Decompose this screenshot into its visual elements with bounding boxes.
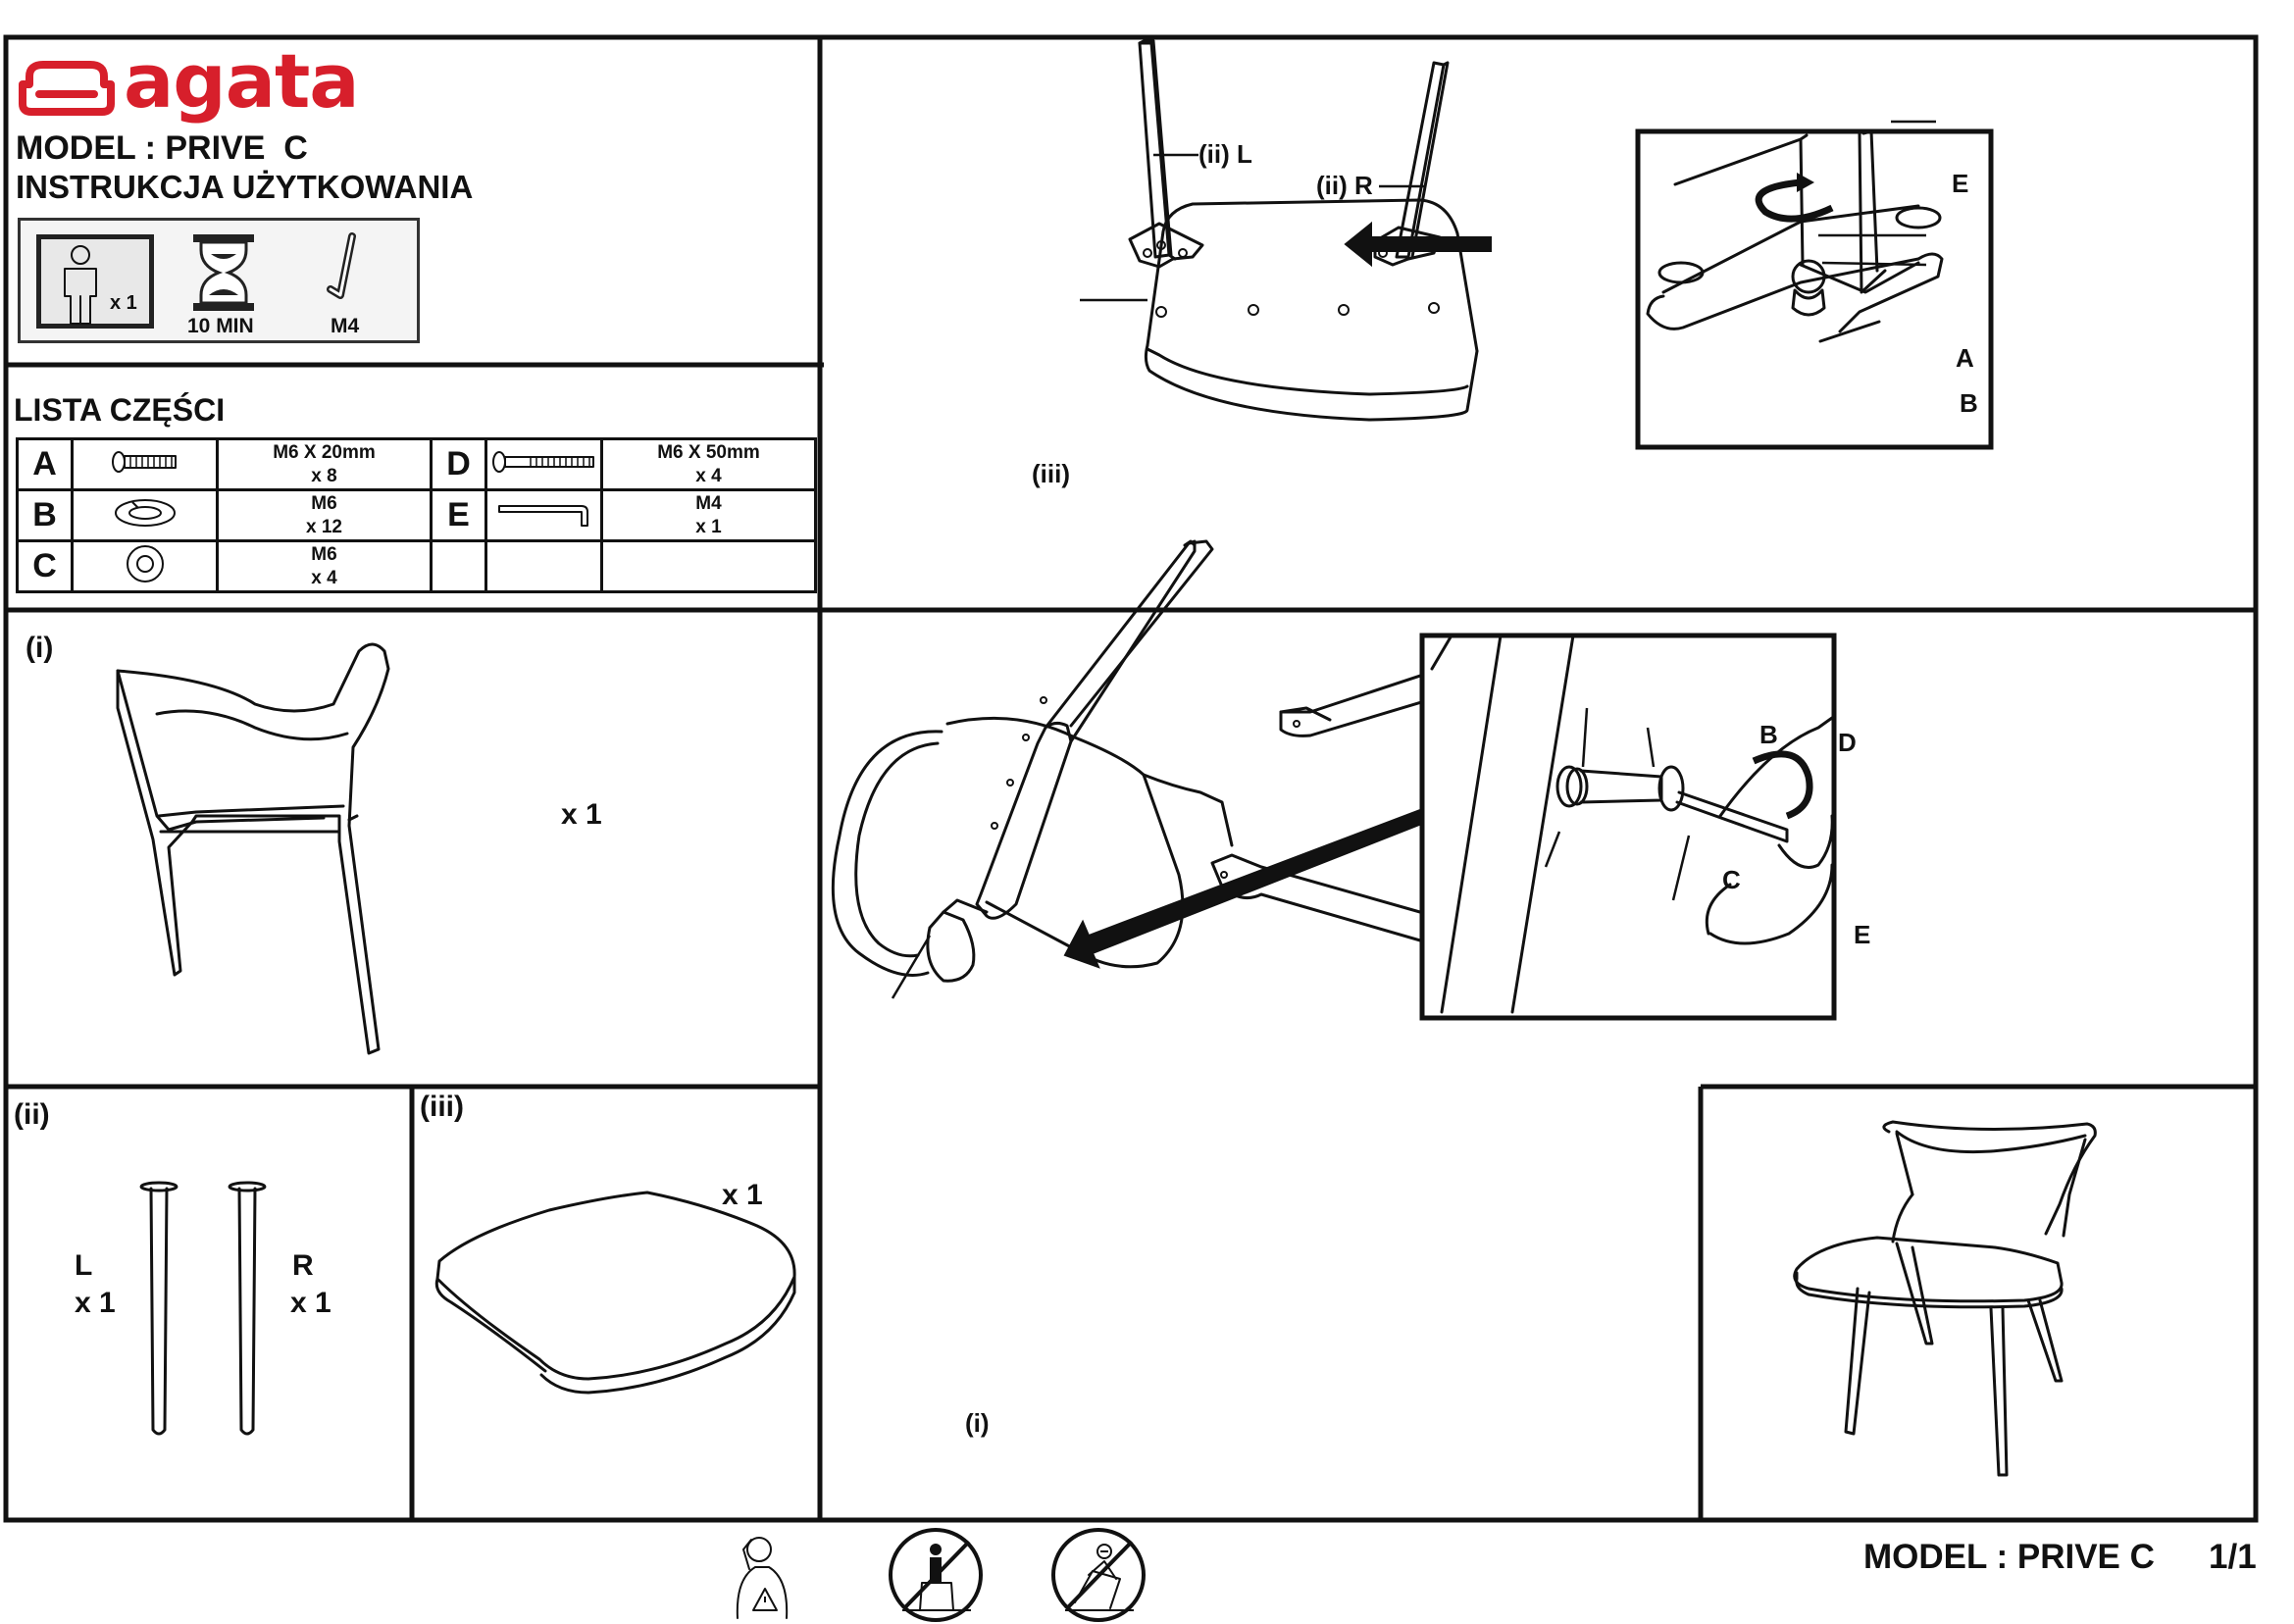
bolt-long-icon (491, 451, 594, 473)
person-count: x 1 (110, 292, 137, 314)
rotate-icon (1752, 750, 1813, 820)
instruction-title: INSTRUKCJA UŻYTKOWANIA (16, 169, 474, 205)
part-letter: D (430, 437, 487, 491)
person-icon (64, 245, 97, 325)
rotate-icon (1755, 178, 1834, 223)
leg-right-letter: R (292, 1249, 314, 1282)
allen-key-icon (497, 505, 588, 527)
part-letter: C (16, 539, 74, 593)
part-letter: E (430, 488, 487, 542)
step2-frame-label: (i) (965, 1408, 990, 1438)
step1-detail-e: E (1952, 169, 1969, 198)
parts-list-title: LISTA CZĘŚCI (14, 392, 226, 428)
flat-washer-icon (126, 545, 164, 583)
brand-logo: agata (18, 37, 360, 125)
step1-detail-a: A (1956, 343, 1974, 373)
part-image-d (484, 437, 603, 491)
bolt-short-icon (111, 451, 177, 473)
step2-detail-d: D (1838, 728, 1857, 757)
page-number: 1/1 (2209, 1538, 2257, 1576)
step2-detail-b: B (1759, 720, 1778, 749)
seat-drawing (434, 1191, 796, 1395)
step2-drawing (831, 539, 1837, 1021)
frame-qty: x 1 (561, 798, 602, 831)
part-image-b (71, 488, 219, 542)
seat-label: (iii) (420, 1091, 464, 1123)
brand-name: agata (124, 37, 360, 125)
chair-frame-drawing (116, 642, 390, 1055)
tool-size: M4 (331, 315, 360, 337)
model-title: MODEL : PRIVE C (16, 129, 308, 167)
step1-drawing (1080, 39, 1994, 450)
legs-label: (ii) (14, 1098, 50, 1131)
part-description (600, 539, 817, 593)
leg-left-letter: L (75, 1249, 93, 1282)
part-letter: B (16, 488, 74, 542)
footer-model: MODEL : PRIVE C (1863, 1538, 2155, 1576)
requirements-box: x 1 10 MIN M4 (18, 218, 420, 343)
frame-label: (i) (25, 632, 54, 664)
leg-right-qty: x 1 (290, 1287, 331, 1319)
caution-person-icon (736, 1537, 789, 1619)
no-standing-on-chair-icon (889, 1528, 983, 1622)
legs-drawing (139, 1181, 267, 1436)
step1-leg-left-label: (ii) L (1198, 139, 1252, 169)
assembly-time: 10 MIN (187, 315, 254, 337)
warning-icons (716, 1528, 1167, 1622)
sofa-logo-icon (19, 61, 115, 116)
arrow-icon (1344, 221, 1492, 268)
part-image-e (484, 488, 603, 542)
step1-seat-label: (iii) (1032, 459, 1070, 488)
seat-qty: x 1 (722, 1179, 763, 1211)
allen-key-icon (327, 232, 356, 299)
finished-chair-drawing (1793, 1120, 2097, 1477)
part-image-a (71, 437, 219, 491)
step2-detail-e: E (1854, 920, 1871, 949)
part-image-empty (484, 539, 603, 593)
step1-detail-b: B (1960, 388, 1978, 418)
no-tilting-chair-icon (1051, 1528, 1146, 1622)
person-count-pictogram: x 1 (36, 234, 154, 329)
part-image-c (71, 539, 219, 593)
part-letter: A (16, 437, 74, 491)
part-letter (430, 539, 487, 593)
spring-washer-icon (114, 499, 176, 527)
leg-left-qty: x 1 (75, 1287, 116, 1319)
hourglass-icon (193, 234, 254, 311)
step1-leg-right-label: (ii) R (1316, 171, 1373, 200)
step2-detail-c: C (1722, 865, 1741, 894)
